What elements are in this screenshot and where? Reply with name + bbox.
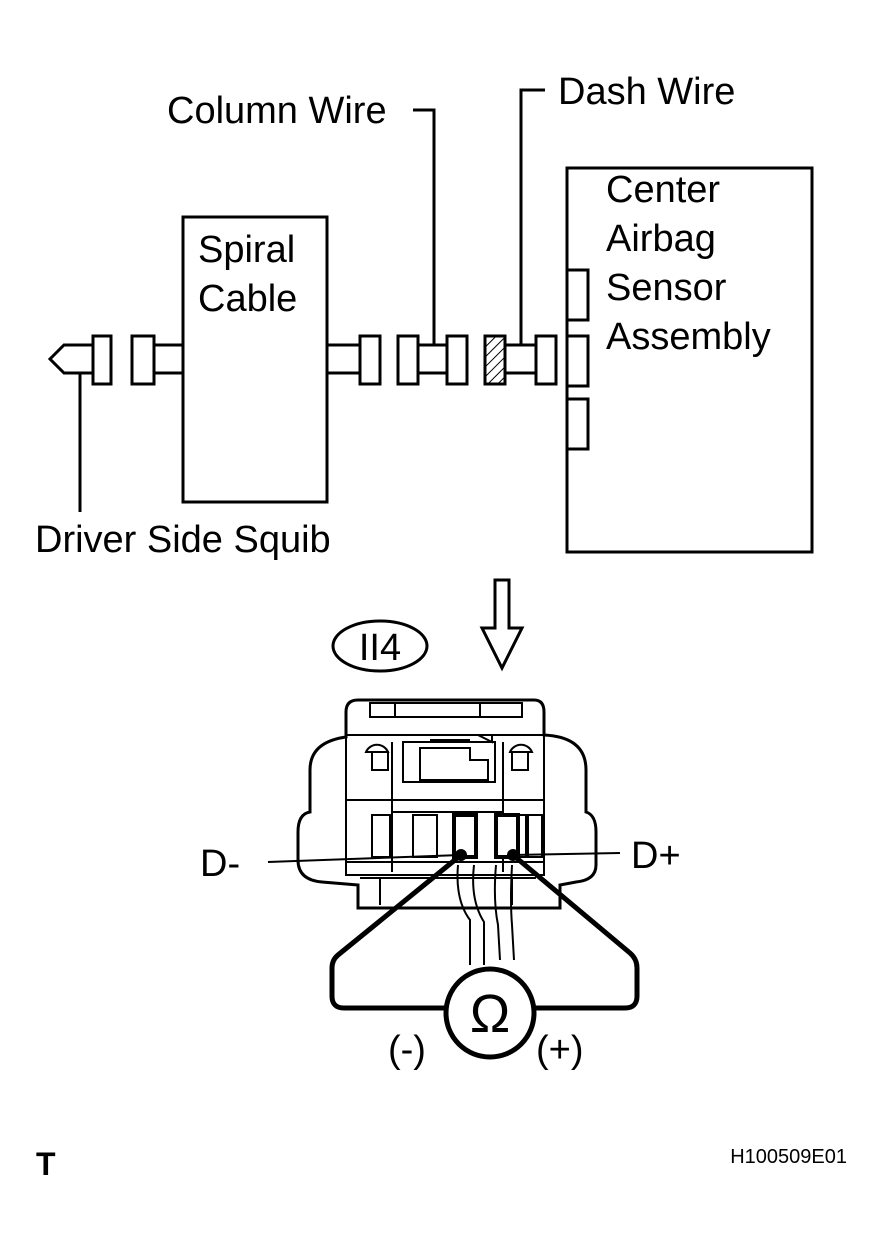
spiral-cable-box bbox=[181, 215, 329, 504]
d-plus-leader bbox=[512, 852, 621, 856]
d-minus-leader bbox=[267, 854, 462, 863]
connector-id-label: II4 bbox=[359, 627, 401, 669]
terminal-plus-label: D+ bbox=[631, 835, 681, 877]
ohmmeter-icon: Ω bbox=[443, 966, 537, 1060]
probe-minus-label: (-) bbox=[388, 1029, 426, 1071]
driver-side-squib-plug bbox=[47, 334, 113, 512]
dash-wire-connector bbox=[483, 334, 558, 386]
figure-code: H100509E01 bbox=[730, 1146, 847, 1168]
center-label-line2: Airbag bbox=[606, 218, 716, 260]
sensor-connector-slot-2 bbox=[565, 334, 590, 388]
connector-id-ellipse bbox=[331, 619, 429, 673]
positive-test-lead bbox=[511, 853, 640, 1011]
down-arrow-icon bbox=[479, 578, 525, 672]
corner-letter: T bbox=[36, 1146, 56, 1182]
center-label-line1: Center bbox=[606, 169, 720, 211]
center-label-line4: Assembly bbox=[606, 316, 771, 358]
column-wire-connector bbox=[396, 334, 469, 386]
sensor-connector-slot-1 bbox=[565, 268, 590, 322]
negative-test-lead bbox=[329, 853, 463, 1011]
center-label-line3: Sensor bbox=[606, 267, 727, 309]
spiral-cable-label-line1: Spiral bbox=[198, 229, 295, 271]
terminal-minus-label: D- bbox=[200, 843, 240, 885]
spiral-cable-label-line2: Cable bbox=[198, 278, 297, 320]
column-wire-leader bbox=[413, 108, 436, 345]
center-airbag-sensor-box bbox=[565, 166, 814, 554]
sensor-connector-slot-3 bbox=[565, 397, 590, 451]
driver-side-squib-label: Driver Side Squib bbox=[35, 519, 331, 561]
spiral-cable-right-connector bbox=[327, 334, 382, 386]
dash-wire-leader bbox=[519, 88, 545, 345]
harness-wires bbox=[456, 864, 515, 965]
ohmmeter-symbol: Ω bbox=[470, 984, 510, 1044]
dash-wire-label: Dash Wire bbox=[558, 71, 735, 113]
spiral-cable-left-connector bbox=[130, 334, 183, 386]
connector-face bbox=[296, 698, 598, 910]
column-wire-label: Column Wire bbox=[167, 90, 387, 132]
probe-plus-label: (+) bbox=[536, 1029, 584, 1071]
